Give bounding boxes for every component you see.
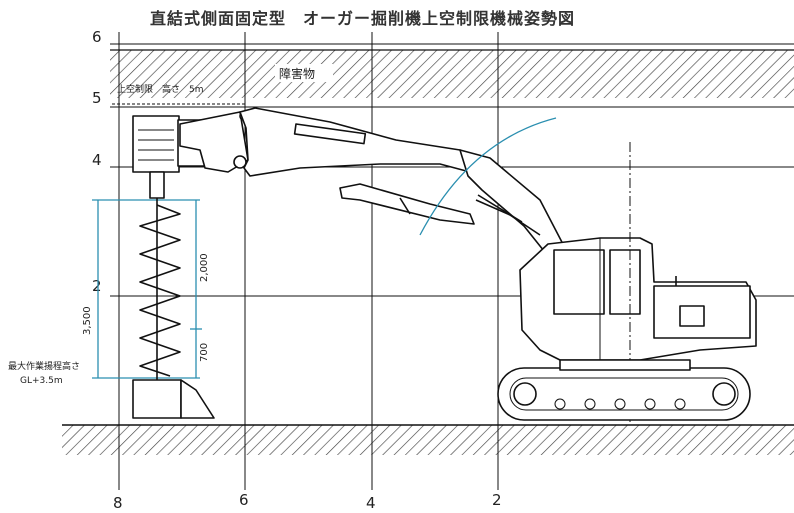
- max-height-value: GL+3.5m: [20, 376, 63, 386]
- excavator-body: [519, 237, 757, 361]
- y-label-2: 2: [92, 277, 102, 295]
- dim-lower-label: 700: [199, 343, 210, 362]
- swing-arc: [419, 117, 557, 236]
- obstacle-hatch: [110, 50, 794, 98]
- excavator-boom: [459, 149, 566, 257]
- y-label-5: 5: [92, 89, 102, 107]
- boom-cylinder: [339, 183, 475, 225]
- dim-total-label: 3,500: [82, 306, 93, 335]
- obstacle-label: 障害物: [279, 66, 315, 81]
- x-label-6: 6: [239, 491, 249, 509]
- excavator-arm: [239, 107, 482, 177]
- y-label-4: 4: [92, 151, 102, 169]
- y-label-6: 6: [92, 28, 102, 46]
- height-limit-label: 上空制限 高さ 5m: [117, 83, 204, 95]
- auger-base: [132, 379, 215, 419]
- max-height-label: 最大作業揚程高さ: [8, 360, 80, 372]
- x-label-2: 2: [492, 491, 502, 509]
- ground-hatch: [62, 425, 794, 455]
- dim-upper-label: 2,000: [199, 253, 210, 282]
- diagram-title: 直結式側面固定型 オーガー掘削機上空制限機械姿勢図: [150, 9, 575, 28]
- obstacle-label-bg: [275, 64, 333, 82]
- auger-screw: [139, 198, 181, 380]
- x-label-4: 4: [366, 494, 376, 512]
- x-label-8: 8: [113, 494, 123, 512]
- crawler-track: [497, 359, 751, 421]
- dimension-lines: [92, 199, 202, 379]
